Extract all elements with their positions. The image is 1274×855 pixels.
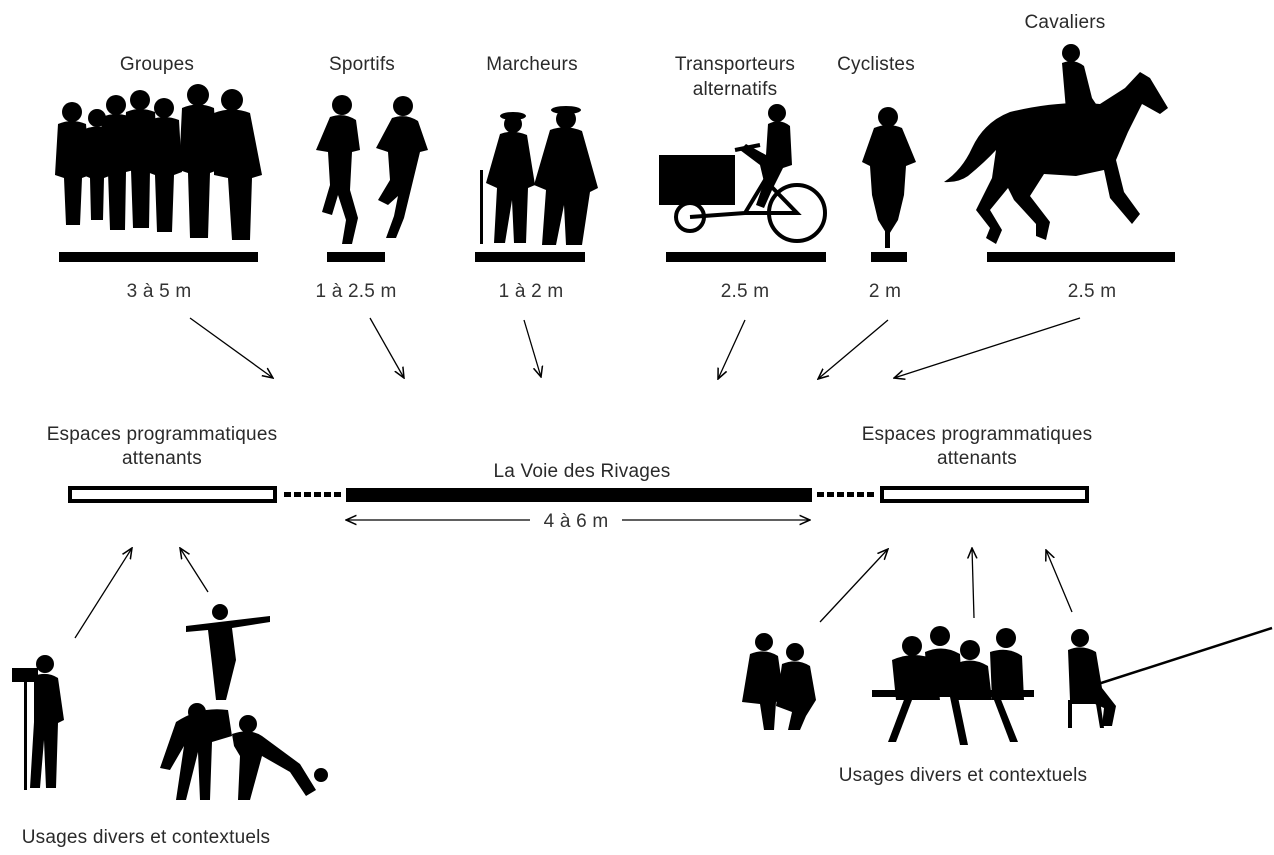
seated-men-icon [742,633,816,730]
runners-icon [316,95,428,244]
right-adjacent-space-bar [880,486,1089,503]
width-bar-cavaliers [987,252,1175,262]
center-width-dimension: 4 à 6 m [346,511,810,532]
arrow-photographer [74,548,132,639]
right-space-label-line2: attenants [937,448,1017,469]
width-label-sportifs: 1 à 2.5 m [315,281,396,302]
arrow-sportifs [369,317,404,378]
context-arrows [74,548,1073,639]
photographer-icon [12,655,64,790]
width-bar-sportifs [327,252,385,262]
right-space-label-line1: Espaces programmatiques [862,424,1093,445]
left-space-label-line1: Espaces programmatiques [47,424,278,445]
width-bar-transporteurs [666,252,826,262]
label-groupes: Groupes [120,54,194,75]
label-transporteurs-line2: alternatifs [693,79,778,100]
group-of-people-icon [55,84,262,240]
width-label-transporteurs: 2.5 m [721,281,770,302]
cyclist-icon [862,107,916,248]
horse-rider-icon [944,44,1168,244]
center-path-label: La Voie des Rivages [493,461,670,482]
width-bar-marcheurs [475,252,585,262]
voie-des-rivages-bar [346,488,812,502]
left-contextual-label: Usages divers et contextuels [22,827,271,848]
width-label-cavaliers: 2.5 m [1068,281,1117,302]
label-marcheurs: Marcheurs [486,54,578,75]
width-label-groupes: 3 à 5 m [127,281,192,302]
center-width-label: 4 à 6 m [544,511,609,532]
label-cavaliers: Cavaliers [1025,12,1106,33]
left-space-label-line2: attenants [122,448,202,469]
arrow-transporteurs [718,319,746,379]
width-bar-groupes [59,252,258,262]
right-contextual-label: Usages divers et contextuels [839,765,1088,786]
cargo-bike-icon [659,104,827,243]
width-bar-cyclistes [871,252,907,262]
arrow-acrobats [180,548,209,593]
arrow-cyclistes [818,319,889,379]
arrow-picnic [972,548,974,619]
seated-person-icon [1068,629,1116,728]
arrow-cavaliers [894,317,1081,378]
arrow-seated-men [819,549,888,623]
width-label-marcheurs: 1 à 2 m [499,281,564,302]
arrow-groupes [189,317,273,378]
acrobats-pyramid-icon [160,604,328,800]
label-cyclistes: Cyclistes [837,54,915,75]
picnic-table-icon [872,626,1034,745]
user-arrows [189,317,1081,379]
left-adjacent-space-bar [68,486,277,503]
label-transporteurs-line1: Transporteurs [675,54,795,75]
width-label-cyclistes: 2 m [869,281,901,302]
arrow-marcheurs [523,319,541,377]
label-sportifs: Sportifs [329,54,395,75]
arrow-seated-person [1046,550,1073,613]
elderly-walkers-icon [480,106,598,245]
diagonal-line [1097,626,1273,686]
